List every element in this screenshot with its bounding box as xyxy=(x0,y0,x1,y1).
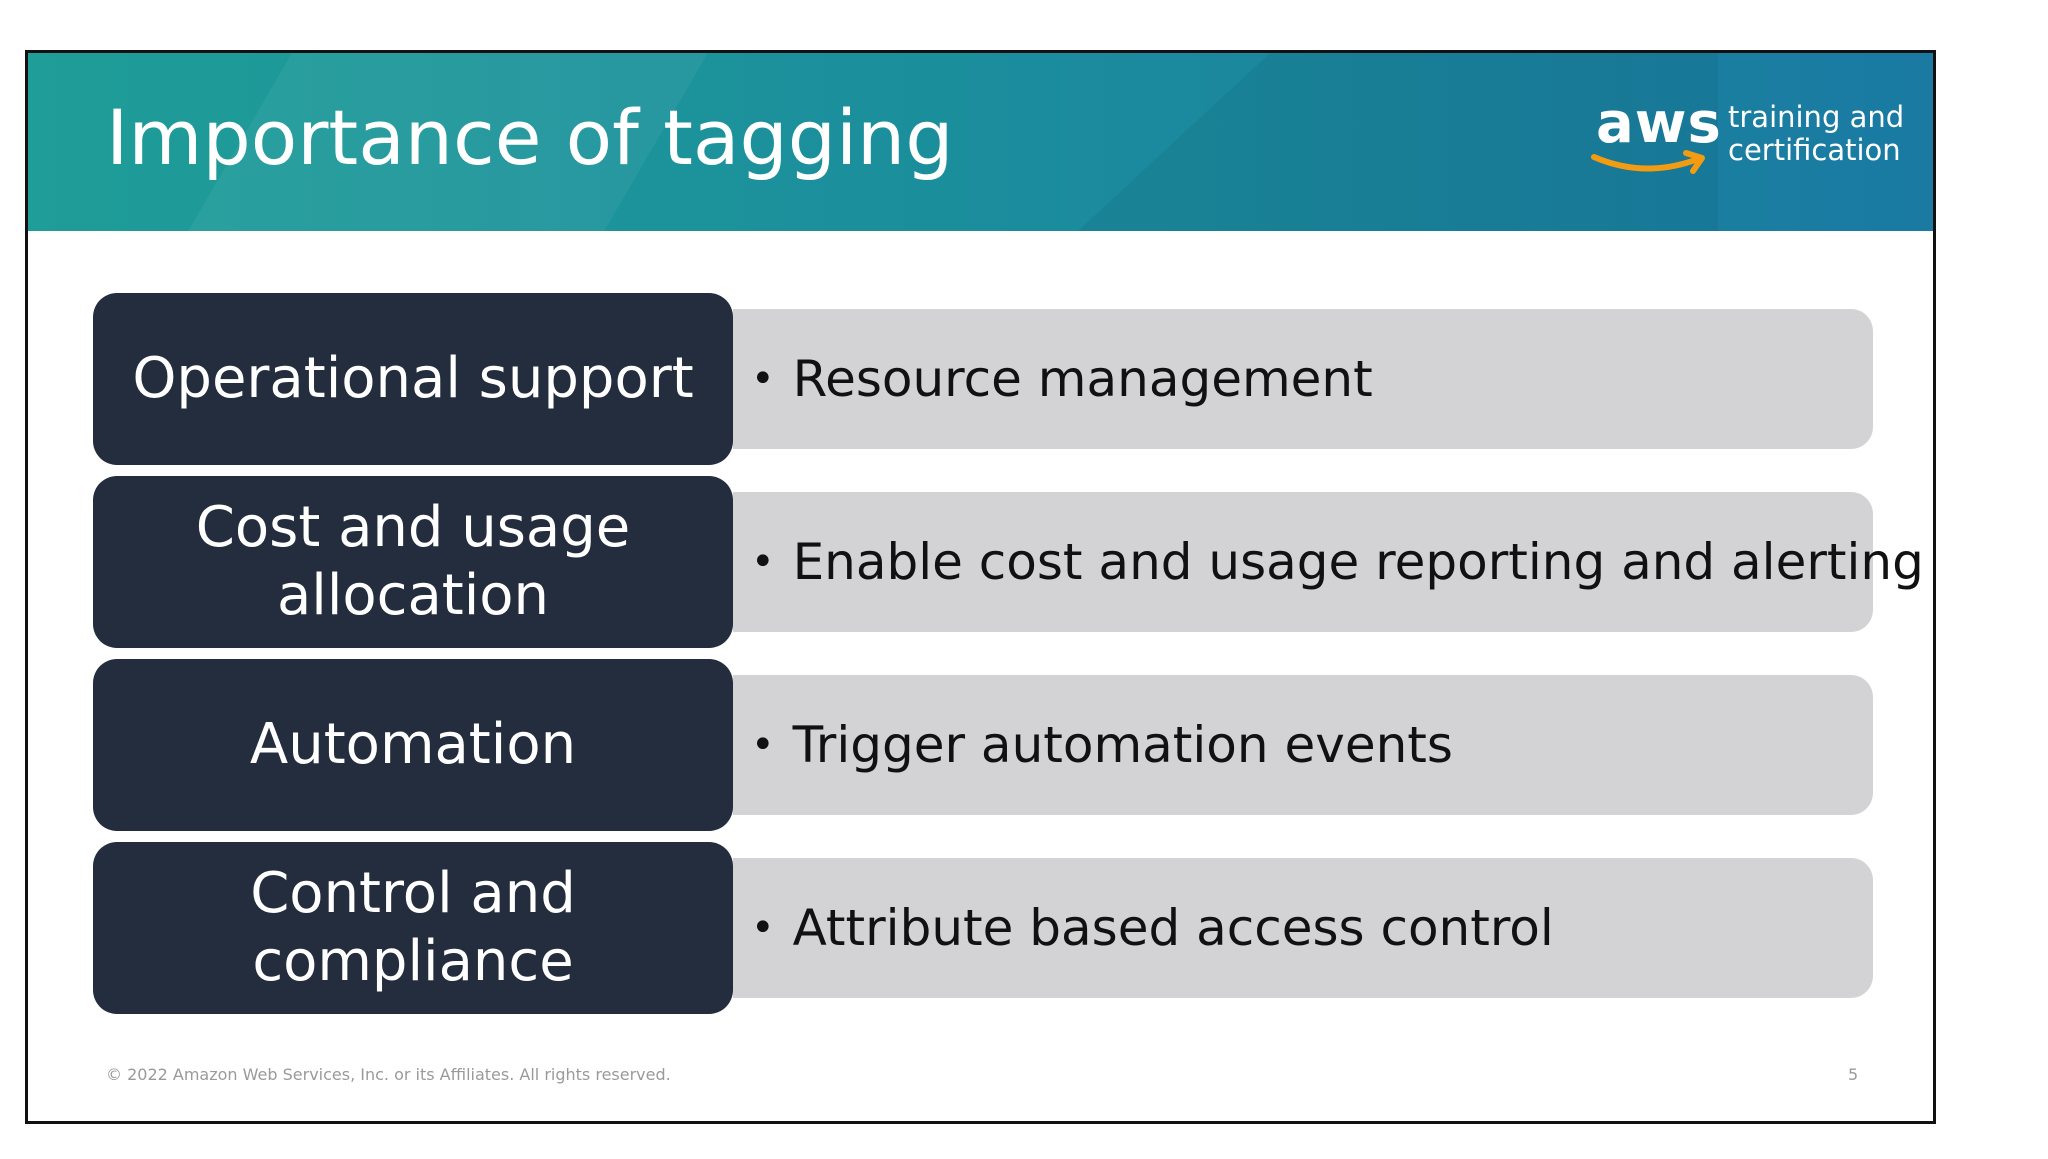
tagline-line-1: training and xyxy=(1728,100,1905,134)
page-number: 5 xyxy=(1848,1065,1859,1084)
row-label: Cost and usage allocation xyxy=(93,476,733,648)
slide: Importance of tagging aws training and c… xyxy=(25,50,1936,1124)
row-detail: • Attribute based access control xyxy=(733,858,1873,998)
bullet: • xyxy=(751,356,775,402)
bullet: • xyxy=(751,539,775,585)
row-label: Control and compliance xyxy=(93,842,733,1014)
bullet: • xyxy=(751,722,775,768)
aws-logo: aws training and certification xyxy=(1566,91,1906,191)
row-detail-text: Enable cost and usage reporting and aler… xyxy=(792,533,1924,591)
row-operational-support: Operational support • Resource managemen… xyxy=(93,293,1873,465)
row-detail-text: Attribute based access control xyxy=(792,899,1554,957)
row-detail: • Enable cost and usage reporting and al… xyxy=(733,492,1924,632)
row-detail-text: Trigger automation events xyxy=(792,716,1453,774)
aws-smile-arrow-icon xyxy=(1591,150,1705,174)
bullet: • xyxy=(751,905,775,951)
row-label: Automation xyxy=(93,659,733,831)
copyright-footer: © 2022 Amazon Web Services, Inc. or its … xyxy=(106,1065,671,1084)
tagline-line-2: certification xyxy=(1728,133,1901,167)
row-cost-usage-allocation: Cost and usage allocation • Enable cost … xyxy=(93,476,1924,648)
aws-wordmark: aws xyxy=(1596,91,1722,156)
aws-tagline: training and certification xyxy=(1728,101,1904,167)
slide-title: Importance of tagging xyxy=(106,93,954,182)
row-detail: • Resource management xyxy=(733,309,1873,449)
row-label: Operational support xyxy=(93,293,733,465)
row-detail: • Trigger automation events xyxy=(733,675,1873,815)
slide-header: Importance of tagging aws training and c… xyxy=(28,53,1933,231)
row-control-compliance: Control and compliance • Attribute based… xyxy=(93,842,1873,1014)
row-automation: Automation • Trigger automation events xyxy=(93,659,1873,831)
row-detail-text: Resource management xyxy=(792,350,1373,408)
